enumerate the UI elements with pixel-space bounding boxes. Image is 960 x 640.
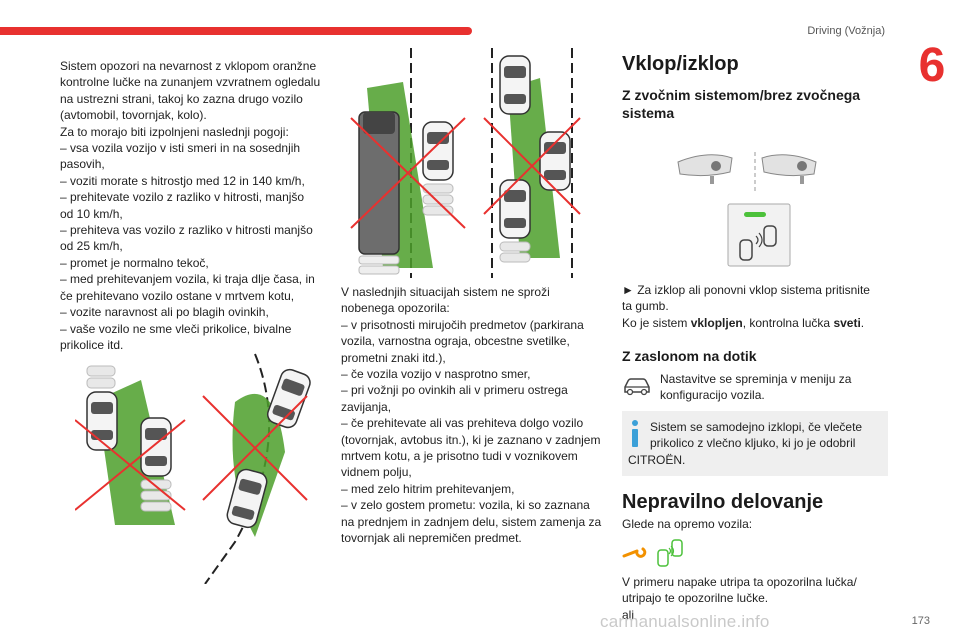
blind-spot-fault-icon [657,539,683,567]
text-line: – če vozila vozijo v nasprotno smer, [341,367,531,382]
text-line: – vsa vozila vozijo v isti smeri in na s… [60,141,301,156]
text-fragment: Ko je sistem [622,315,691,330]
text-line: tovornjak ali nepremičen predmet. [341,531,522,546]
subsection-title-touchscreen: Z zaslonom na dotik [622,347,757,364]
running-header: Driving (Vožnja) [807,25,885,37]
illustration-parallel-vehicles [75,360,190,530]
text-line: Za to morajo biti izpolnjeni naslednji p… [60,124,289,139]
text-line: prikolico z vlečno kljuko, ki jo je odob… [650,436,856,451]
illustration-truck-blind-spot [343,48,473,278]
column-1-text: Sistem opozori na nevarnost z vklopom or… [60,58,325,353]
text-line: – vozite naravnost ali po blagih ovinkih… [60,305,269,320]
text-line: V primeru napake utripa ta opozorilna lu… [622,575,857,590]
subsection-title-audio: Z zvočnim sistemom/brez zvočnega sistema [622,87,861,122]
text-line: – prehiteva vas vozilo z razliko v hitro… [60,223,313,238]
text-bold: sveti [833,315,861,330]
text-line: – med prehitevanjem vozila, ki traja dlj… [60,272,315,287]
text-line: nobenega opozorila: [341,301,450,316]
text-line: pasovih, [60,157,105,172]
illustration-curve-vehicles [195,352,325,584]
text-line: mrtvem kotu, a je prisotno tudi v voznik… [341,449,578,464]
text-line: če prehitevano vozilo ostane v mrtvem ko… [60,288,295,303]
fault-icons [622,538,888,568]
text-fragment: , kontrolna lučka [742,315,834,330]
text-line: na ustrezni strani, takoj ko zazna drugo… [60,91,303,106]
text-bold: vklopljen [690,315,743,330]
mirror-left-icon [677,154,733,185]
page-number: 173 [911,615,930,627]
text-line: prometni znaki itd.), [341,350,446,365]
header-accent-bar [0,27,472,35]
text-line: Sistem opozori na nevarnost z vklopom or… [60,59,317,73]
text-line: CITROËN. [628,452,686,467]
text-line: – v prisotnosti mirujočih predmetov (par… [341,317,584,332]
text-line: Ko je sistem vklopljen, kontrolna lučka … [622,315,888,331]
text-line: prikolice itd. [60,337,124,352]
text-line: – pri vožnji po ovinkih ali v primeru os… [341,383,568,398]
text-line: Sistem se samodejno izklopi, če vlečete [650,420,863,435]
text-line: – v zelo gostem prometu: vozila, ki so z… [341,498,590,513]
text-line: vidnem polju, [341,465,412,480]
text-line: ali [622,607,635,622]
car-settings-icon [624,378,650,395]
illustration-mirrors-and-button [622,128,888,274]
text-line: na prednjem in zadnjem delu, sistem zame… [341,514,602,529]
column-2-text: V naslednjih situacijah sistem ne sproži… [341,284,604,547]
blind-spot-button-icon [727,203,791,267]
section-title-malfunction: Nepravilno delovanje [622,490,824,513]
text-line: – vaše vozilo ne sme vleči prikolice, bi… [60,321,292,336]
text-line: – med zelo hitrim prehitevanjem, [341,481,515,496]
mirror-right-icon [761,154,817,185]
info-icon [632,420,638,448]
text-line: ► Za izklop ali ponovni vklop sistema pr… [622,283,870,298]
touchscreen-note-text: Nastavitve se spreminja v meniju za konf… [660,371,852,403]
text-line: zavijanja, [341,399,392,414]
malfunction-intro: Glede na opremo vozila: [622,517,753,532]
text-line: V naslednjih situacijah sistem ne sproži [341,285,550,299]
text-fragment: . [860,315,865,330]
text-line: kontrolne lučke na zunanjem vzvratnem og… [60,75,321,90]
text-line: – prehitevate vozilo z razliko v hitrost… [60,190,305,205]
chapter-number: 6 [918,39,946,92]
text-line: od 25 km/h, [60,239,123,254]
text-line: vozila, varnostna ograja, obcestne sveti… [341,334,570,349]
illustration-dense-traffic [480,48,605,278]
text-line: od 10 km/h, [60,206,123,221]
text-line: – če prehitevate ali vas prehiteva dolgo… [341,416,584,431]
text-line: (tovornjak, avtobus itn.), ki je zaznano… [341,432,601,447]
column-3: Vklop/izklop Z zvočnim sistemom/brez zvo… [622,53,888,623]
text-line: utripajo te opozorilne lučke. [622,591,769,606]
text-line: – voziti morate s hitrostjo med 12 in 14… [60,173,305,188]
text-line: ta gumb. [622,299,669,314]
text-line: – promet je normalno tekoč, [60,255,209,270]
section-title-on-off: Vklop/izklop [622,53,739,75]
touchscreen-note: Nastavitve se spreminja v meniju za konf… [622,371,888,403]
wrench-icon [622,547,647,559]
text-line: (avtomobil, tovornjak, kolo). [60,108,207,123]
watermark: carmanualsonline.info [600,612,770,631]
info-note-box: Sistem se samodejno izklopi, če vlečete … [622,411,888,476]
fault-paragraph: V primeru napake utripa ta opozorilna lu… [622,574,888,623]
instruction-paragraph: ► Za izklop ali ponovni vklop sistema pr… [622,282,888,331]
